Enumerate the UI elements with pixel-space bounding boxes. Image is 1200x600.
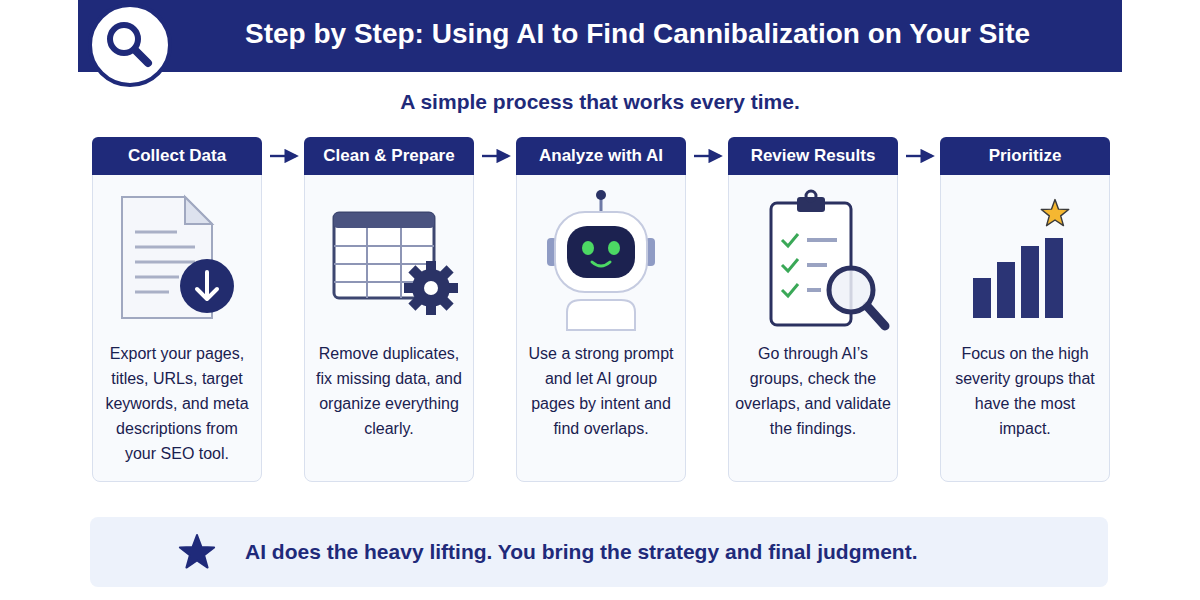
spreadsheet-icon-part — [404, 261, 458, 315]
robot-icon — [547, 190, 655, 330]
clipboard-icon-part — [771, 203, 851, 325]
robot-icon-part — [582, 241, 594, 255]
clipboard-icon-part — [807, 238, 837, 242]
step-card: Review Results Go through AI’s groups, ch… — [728, 137, 898, 482]
document-icon-part — [135, 231, 177, 234]
robot-icon-part — [608, 241, 620, 255]
robot-icon-part — [596, 190, 606, 200]
clipboard-icon-part — [782, 284, 798, 296]
spreadsheet-icon-part-part — [426, 303, 436, 315]
spreadsheet-icon-part-part — [438, 295, 454, 311]
flow-arrow — [906, 155, 932, 157]
step-description: Go through AI’s groups, check the overla… — [735, 341, 891, 441]
robot-icon-part — [592, 262, 610, 266]
spreadsheet-icon-part — [334, 263, 434, 265]
subtitle-label: A simple process that works every time. — [300, 90, 900, 114]
robot-icon-part — [645, 238, 655, 266]
spreadsheet-icon-part-part — [404, 283, 416, 293]
step-heading: Review Results — [728, 137, 898, 175]
bar-chart-icon-part — [973, 278, 991, 318]
step-description: Use a strong prompt and let AI group pag… — [523, 341, 679, 441]
step-heading: Prioritize — [940, 137, 1110, 175]
clipboard-icon-part — [807, 263, 827, 267]
diagram-title: Step by Step: Using AI to Find Cannibali… — [165, 18, 1110, 50]
summary-band: AI does the heavy lifting. You bring the… — [90, 517, 1108, 587]
clipboard-icon-part — [806, 191, 816, 201]
spreadsheet-icon-part — [400, 228, 402, 298]
step-description: Export your pages, titles, URLs, target … — [99, 341, 255, 466]
spreadsheet-icon-part — [334, 213, 434, 228]
step-card: Analyze with AI Use a strong prompt and l… — [516, 137, 686, 482]
spreadsheet-icon-part — [334, 245, 434, 247]
clipboard-icon-part — [782, 259, 798, 271]
document-icon-part — [135, 291, 169, 294]
search-icon — [90, 5, 170, 85]
document-icon-part — [185, 197, 212, 224]
spreadsheet-icon-part-part — [408, 265, 424, 281]
clipboard-icon-part — [867, 306, 885, 326]
title-band-part — [78, 0, 1122, 72]
bar-chart-icon-part — [1041, 200, 1068, 226]
step-heading: Collect Data — [92, 137, 262, 175]
flow-arrow — [694, 155, 720, 157]
document-icon-part — [135, 261, 195, 264]
spreadsheet-icon-part-part — [438, 265, 454, 281]
step-card: Clean & PrepareRemove duplicates, fix mi… — [304, 137, 474, 482]
search-icon-part — [135, 50, 148, 63]
clipboard-icon-part — [807, 288, 821, 292]
bar-chart-icon — [973, 200, 1069, 318]
spreadsheet-icon-part-part — [426, 261, 436, 273]
clipboard-icon-part — [782, 234, 798, 246]
document-icon-part — [180, 259, 234, 313]
search-icon-part — [90, 5, 170, 85]
spreadsheet-icon-part — [334, 213, 434, 298]
star-icon — [180, 535, 214, 568]
robot-icon-part — [567, 226, 635, 278]
document-icon-part — [205, 272, 209, 298]
search-icon-part — [110, 25, 138, 53]
clipboard-icon-part — [829, 268, 873, 312]
robot-icon-part — [600, 198, 603, 213]
step-card: Collect DataExport your pages, titles, U… — [92, 137, 262, 482]
bar-chart-icon-part — [997, 262, 1015, 318]
document-icon-part — [122, 197, 212, 318]
step-description: Focus on the high severity groups that h… — [947, 341, 1103, 441]
title-band — [78, 0, 1122, 72]
document-icon-part — [135, 276, 179, 279]
document-icon-part — [197, 289, 217, 299]
robot-icon-part — [547, 238, 557, 266]
bar-chart-icon-part — [1021, 246, 1039, 318]
robot-icon-part — [567, 300, 635, 330]
document-icon — [122, 197, 234, 318]
flow-arrow — [482, 155, 508, 157]
clipboard-icon-part — [797, 197, 825, 212]
step-heading: Analyze with AI — [516, 137, 686, 175]
robot-icon-part — [555, 212, 647, 292]
step-description: Remove duplicates, fix missing data, and… — [311, 341, 467, 441]
clipboard-icon — [771, 191, 885, 326]
spreadsheet-icon-part — [366, 228, 368, 298]
step-card: PrioritizeFocus on the high severity gro… — [940, 137, 1110, 482]
document-icon-part — [135, 246, 195, 249]
spreadsheet-icon — [334, 213, 458, 315]
star-icon-part — [180, 535, 214, 568]
step-heading: Clean & Prepare — [304, 137, 474, 175]
spreadsheet-icon-part-part — [446, 283, 458, 293]
summary-text: AI does the heavy lifting. You bring the… — [245, 517, 1098, 587]
spreadsheet-icon-part-part — [412, 269, 450, 307]
spreadsheet-icon-part-part — [424, 281, 438, 295]
spreadsheet-icon-part-part — [408, 295, 424, 311]
spreadsheet-icon-part — [334, 281, 434, 283]
flow-arrow — [270, 155, 296, 157]
bar-chart-icon-part — [1045, 238, 1063, 318]
